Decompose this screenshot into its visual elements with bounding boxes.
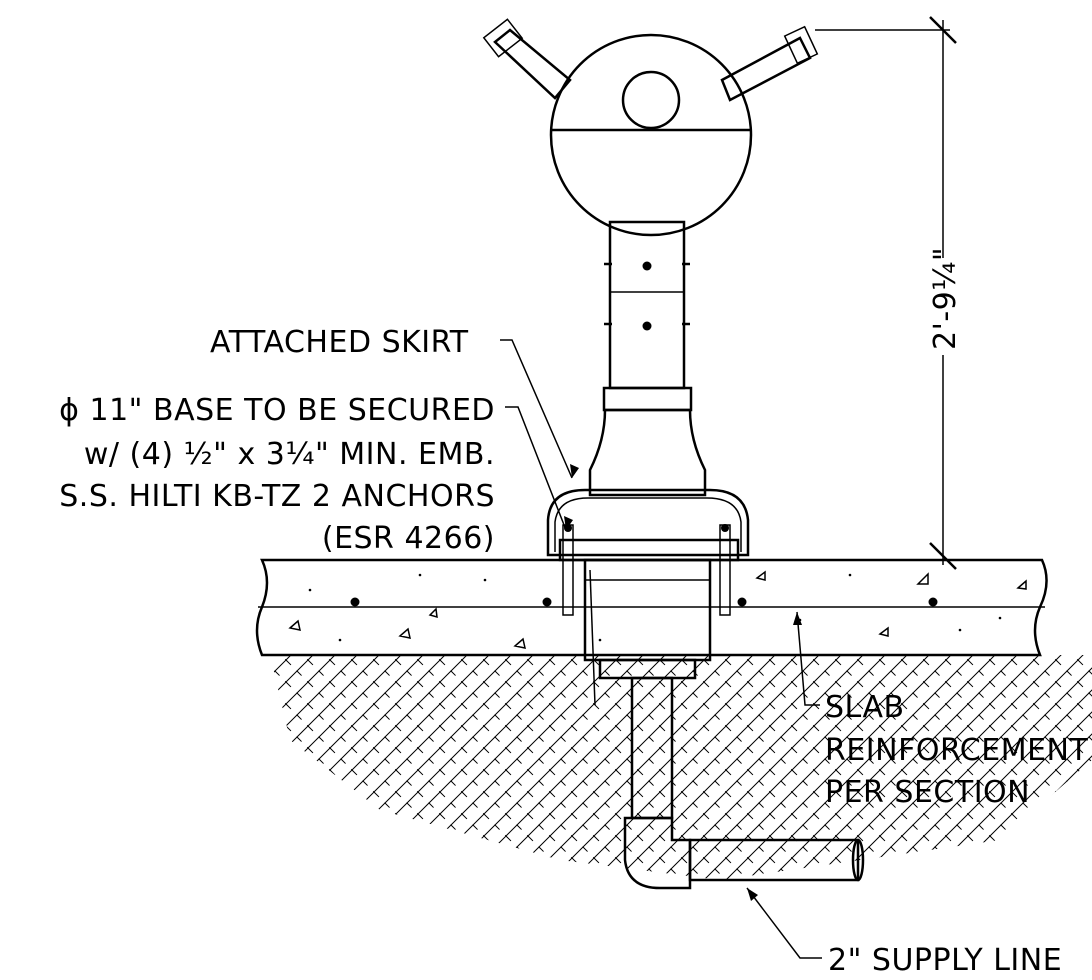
- soil-hatch: [270, 655, 1092, 880]
- base-label-line2: w/ (4) ½" x 3¼" MIN. EMB.: [84, 437, 495, 472]
- height-dimension: 2'-9¼": [815, 16, 963, 570]
- concrete-slab: [255, 558, 1048, 657]
- slab-label-line1: SLAB: [825, 690, 905, 725]
- hydrant-head: [482, 18, 819, 237]
- supply-line-label: 2" SUPPLY LINE: [828, 943, 1062, 978]
- attached-skirt-label: ATTACHED SKIRT: [210, 325, 469, 360]
- leader-lines: [500, 339, 822, 959]
- slab-label-line3: PER SECTION: [825, 775, 1030, 810]
- base-label-line1: ϕ 11" BASE TO BE SECURED: [59, 393, 495, 428]
- unit-column: [588, 220, 707, 497]
- annotations: ATTACHED SKIRT ϕ 11" BASE TO BE SECURED …: [59, 325, 1088, 978]
- base-label-line4: (ESR 4266): [322, 521, 495, 556]
- slab-label-line2: REINFORCEMENT: [825, 733, 1088, 768]
- dimension-text: 2'-9¼": [928, 247, 963, 350]
- base-label-line3: S.S. HILTI KB-TZ 2 ANCHORS: [59, 479, 495, 514]
